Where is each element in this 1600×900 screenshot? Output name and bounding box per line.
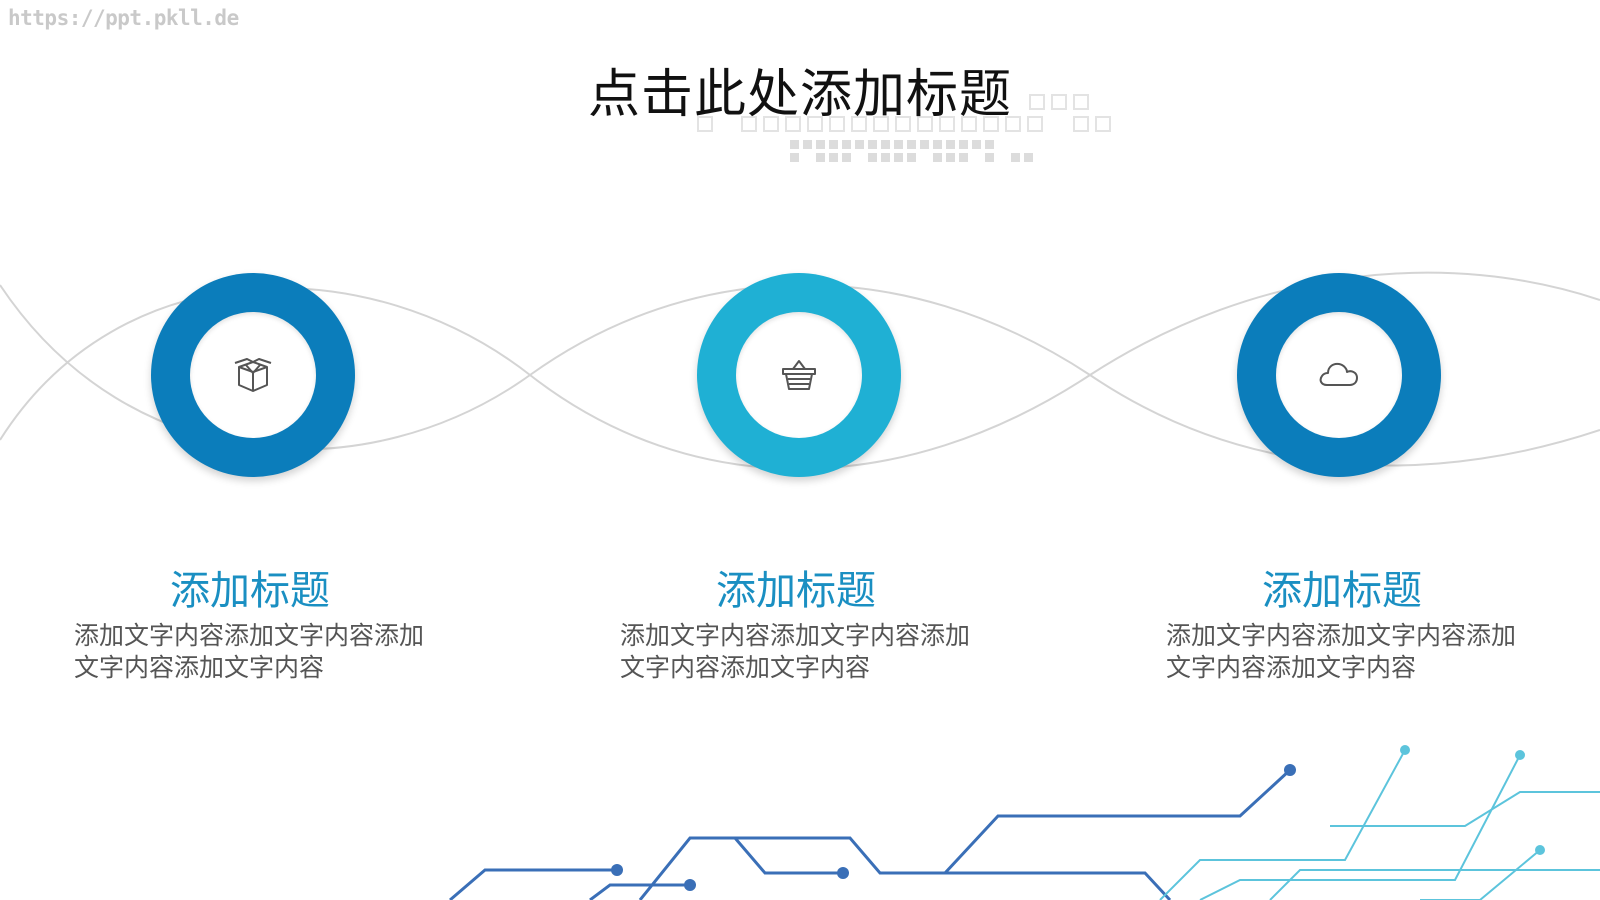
feature-circle-2 — [697, 273, 901, 477]
circuit-lines — [449, 749, 1600, 900]
circuit-nodes — [611, 745, 1545, 891]
watermark-url: https://ppt.pkll.de — [8, 6, 239, 30]
feature-title-1: 添加标题 — [170, 568, 330, 614]
title-pixel-pattern — [697, 94, 1111, 132]
page-title: 点击此处添加标题 — [587, 65, 1012, 125]
basket-icon — [782, 360, 816, 390]
feature-text-3: 添加文字内容添加文字内容添加文字内容添加文字内容 — [1166, 621, 1517, 682]
feature-text-1: 添加文字内容添加文字内容添加文字内容添加文字内容 — [74, 621, 425, 682]
feature-title-3: 添加标题 — [1262, 568, 1422, 614]
box-icon — [234, 358, 272, 392]
feature-circle-1 — [151, 273, 355, 477]
feature-title-2: 添加标题 — [716, 568, 876, 614]
feature-text-2: 添加文字内容添加文字内容添加文字内容添加文字内容 — [620, 621, 971, 682]
feature-circle-3 — [1237, 273, 1441, 477]
cloud-icon — [1319, 362, 1358, 386]
